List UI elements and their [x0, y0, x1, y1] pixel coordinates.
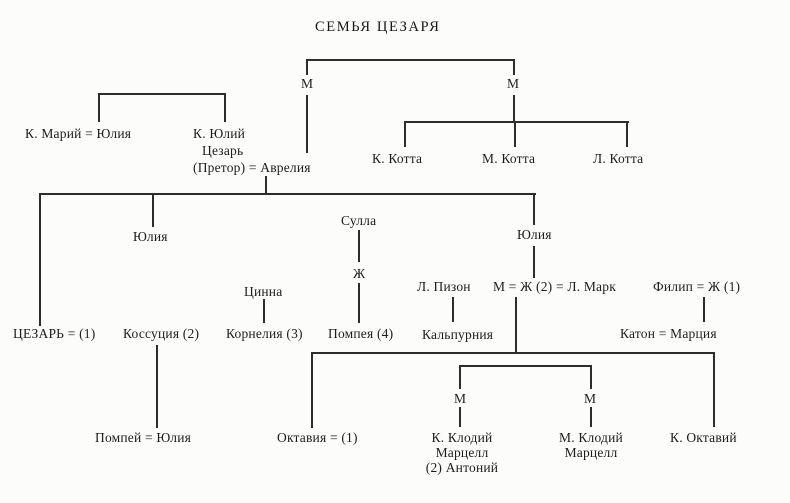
node-yuliy-caesar-line3: (Претор) = Аврелия [193, 160, 311, 175]
line-sulla-to-zh [358, 230, 360, 262]
node-pompey-yuliya: Помпей = Юлия [95, 430, 192, 445]
line-top-bracket-right-v [513, 59, 515, 75]
node-yuliy-caesar-line1: К. Юлий [193, 126, 246, 141]
node-yuliya-right: Юлия [517, 227, 552, 242]
node-pompeya-4: Помпея (4) [328, 326, 394, 341]
node-zh-sulla: Ж [353, 266, 366, 281]
line-m-to-m-klodiy [590, 407, 592, 427]
line-to-pompey-yuliya [156, 345, 158, 428]
line-to-k-oktaviy-v [713, 352, 715, 427]
node-m-lower-left: М [454, 391, 467, 406]
node-kalpurniya: Кальпурния [422, 327, 494, 342]
node-kossuciya-2: Коссуция (2) [123, 326, 200, 341]
node-m-kotta: М. Котта [482, 151, 536, 166]
line-kotta-bracket-h [405, 121, 629, 123]
line-bottom-children-h [312, 352, 715, 354]
line-children-h [40, 193, 536, 195]
line-zh-to-pompeya [358, 283, 360, 323]
node-filip-zh1: Филип = Ж (1) [653, 279, 741, 294]
node-m-top-left: М [301, 76, 314, 91]
line-kotta-mid-v [514, 121, 516, 147]
line-avreliya-down [265, 176, 267, 194]
line-yuliya-right-down [533, 246, 535, 278]
line-top-bracket-left-v [306, 59, 308, 75]
node-sulla: Сулла [341, 213, 377, 228]
line-mariy-bracket-right-v [224, 93, 226, 122]
node-m-klodiy-marcell: М. Клодий Марцелл [559, 430, 623, 460]
line-m-right-to-kotta [513, 95, 515, 122]
node-k-kotta: К. Котта [372, 151, 423, 166]
line-cinna-to-korneliya [263, 299, 265, 323]
node-mariy-yuliya: К. Марий = Юлия [25, 126, 132, 141]
node-katon-marciya: Катон = Марция [620, 326, 717, 341]
node-korneliya-3: Корнелия (3) [226, 326, 303, 341]
line-marcell-right-v [590, 365, 592, 389]
node-l-kotta: Л. Котта [593, 151, 644, 166]
node-k-klodiy-marcell: К. Клодий Марцелл (2) Антоний [425, 430, 499, 475]
line-m-to-k-klodiy [459, 407, 461, 427]
node-cinna: Цинна [244, 284, 283, 299]
line-to-yuliya-right-v [533, 193, 535, 225]
line-pizon-to-kalpurniya [452, 297, 454, 322]
node-yuliya-left: Юлия [133, 229, 168, 244]
node-yuliy-caesar-line2: Цезарь [202, 143, 244, 158]
node-l-pizon: Л. Пизон [417, 279, 471, 294]
node-oktaviya-1: Октавия = (1) [277, 430, 358, 445]
node-cezar-1: ЦЕЗАРЬ = (1) [13, 326, 96, 341]
line-kotta-left-v [404, 121, 406, 147]
diagram-title: СЕМЬЯ ЦЕЗАРЯ [315, 19, 441, 35]
line-to-yuliya-left-v [152, 193, 154, 227]
line-marcell-bracket-h [460, 365, 592, 367]
line-mariy-bracket-left-v [98, 93, 100, 122]
node-m-lower-right: М [584, 391, 597, 406]
node-m-top-right: М [507, 76, 520, 91]
line-marcell-left-v [459, 365, 461, 389]
line-to-cezar-v [39, 193, 41, 326]
line-mariy-bracket-h [98, 93, 226, 95]
line-to-oktaviya-v [311, 352, 313, 428]
node-k-oktaviy: К. Октавий [670, 430, 737, 445]
line-kotta-right-v [626, 121, 628, 147]
line-m-zh2-down [515, 297, 517, 353]
line-m-left-to-avreliya [306, 95, 308, 153]
line-top-bracket-h [307, 59, 515, 61]
line-filip-to-marciya [703, 297, 705, 322]
node-m-zh2-l-mark: М = Ж (2) = Л. Марк [493, 279, 616, 294]
